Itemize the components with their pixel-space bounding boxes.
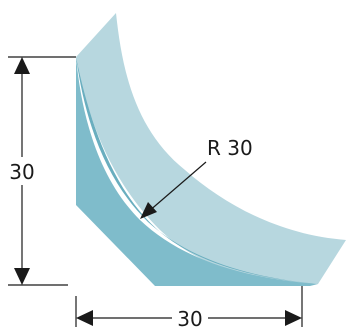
profile-top-face — [76, 13, 346, 284]
profile-side-face — [76, 57, 318, 286]
height-label-bg — [6, 157, 38, 185]
width-label: 30 — [177, 307, 202, 329]
width-arrow-left — [76, 310, 93, 326]
height-arrow-top — [14, 57, 30, 74]
radius-label: R 30 — [207, 136, 253, 160]
height-arrow-bottom — [14, 268, 30, 285]
width-arrow-right — [285, 310, 302, 326]
radius-leader-line — [147, 161, 207, 213]
radius-arrow — [140, 202, 157, 219]
height-label: 30 — [9, 160, 34, 184]
